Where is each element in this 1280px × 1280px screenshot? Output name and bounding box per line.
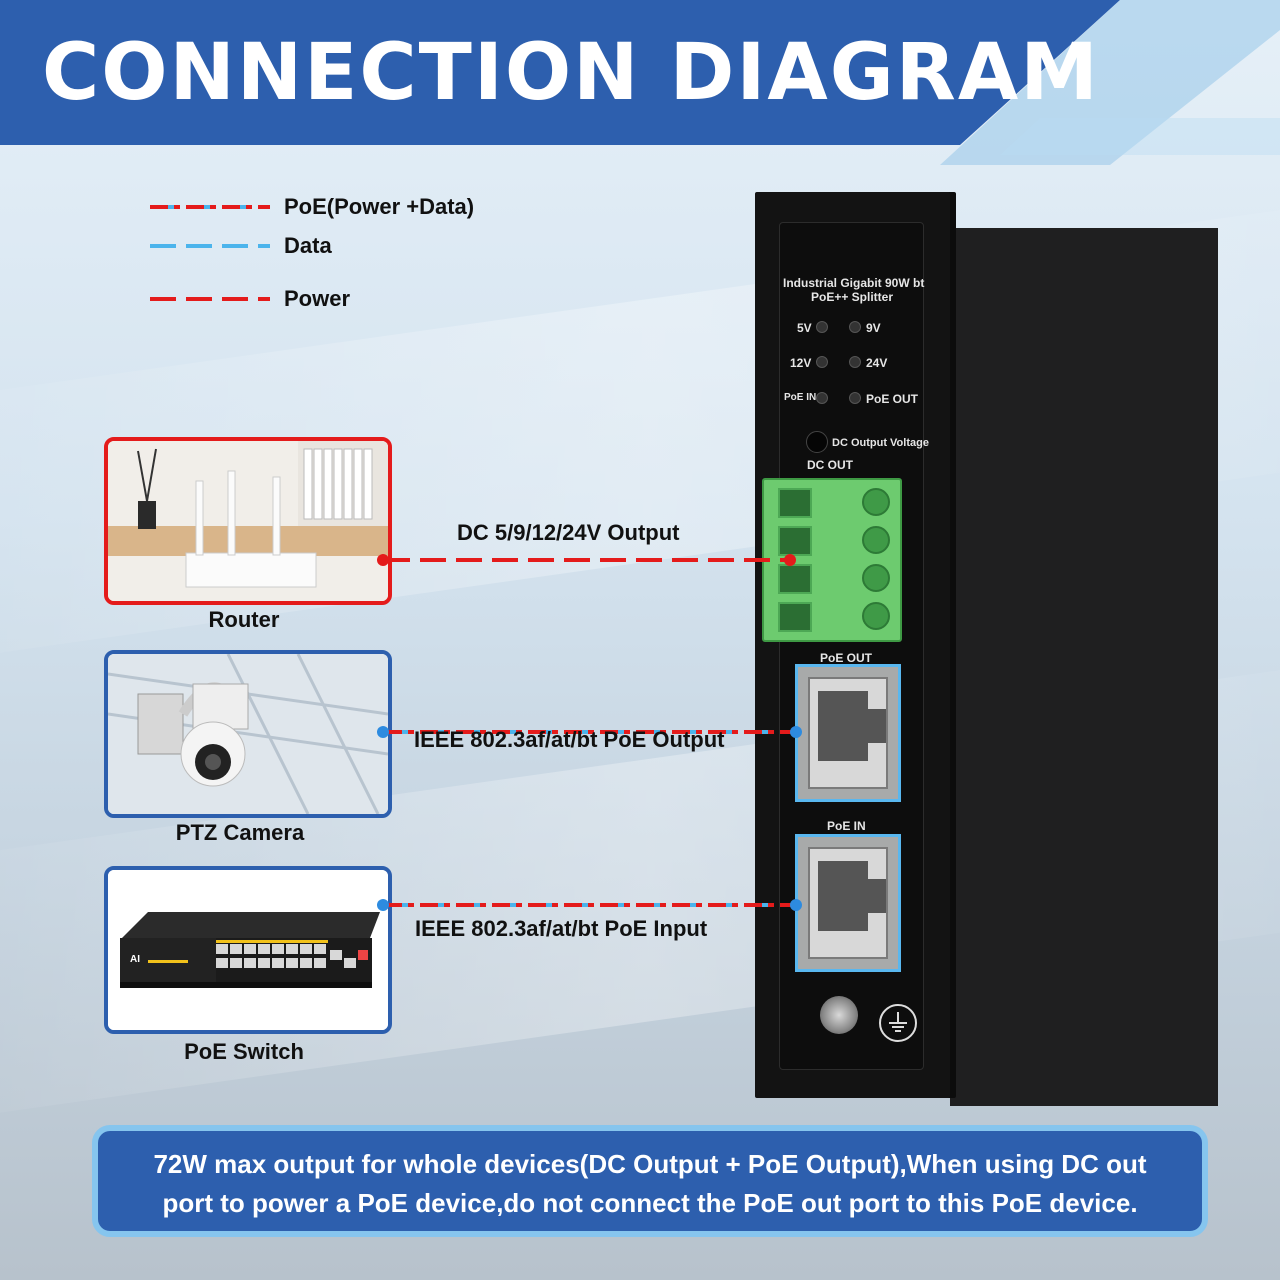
led-24v [849,356,861,368]
ground-screw [820,996,858,1034]
ptz-camera-illustration [108,654,388,814]
poe-out-connection-dot [790,726,802,738]
legend-item-data: Data [150,231,332,261]
port-label-poe-in: PoE IN [827,819,866,833]
router-connection-dot [377,554,389,566]
terminal-slot [778,564,812,594]
led-label-12v: 12V [790,356,812,370]
legend-label: PoE(Power +Data) [284,194,475,219]
terminal-screw [862,526,890,554]
led-5v [816,321,828,333]
poe-output-line [384,730,796,734]
poe-input-line [384,903,796,907]
router-label: Router [208,607,280,632]
led-poe-in [816,392,828,404]
port-label-poe-out: PoE OUT [820,651,873,665]
dc-voltage-label: DC Output Voltage [832,437,929,449]
terminal-screw [862,488,890,516]
switch-connection-dot [377,899,389,911]
poe-out-port[interactable] [795,664,901,802]
dc-out-connection-dot [784,554,796,566]
led-label-poe-out: PoE OUT [866,392,919,406]
dc-out-label: DC OUT [807,458,853,472]
legend-data-line [150,244,270,248]
poe-switch-image: AI [104,866,392,1034]
dc-voltage-button[interactable] [806,431,828,453]
legend-power-line [150,297,270,301]
legend-item-power: Power [150,284,350,314]
legend-label: Power [284,286,351,311]
ptz-camera-label: PTZ Camera [175,820,305,845]
legend-poe-line [150,205,270,209]
poe-in-port[interactable] [795,834,901,972]
poe-in-connection-dot [790,899,802,911]
led-label-5v: 5V [797,321,812,335]
ground-icon [879,1004,917,1042]
legend-label: Data [284,233,332,258]
legend-item-poe: PoE(Power +Data) [150,192,474,222]
terminal-slot [778,526,812,556]
poe-switch-illustration [108,870,388,1030]
terminal-slot [778,488,812,518]
camera-connection-dot [377,726,389,738]
terminal-screw [862,564,890,592]
ptz-camera-image [104,650,392,818]
terminal-screw [862,602,890,630]
led-9v [849,321,861,333]
led-label-9v: 9V [866,321,881,335]
splitter-name-line2: PoE++ Splitter [810,290,894,304]
note-line-2: port to power a PoE device,do not connec… [162,1188,1138,1218]
dc-out-terminal-block[interactable] [762,478,902,642]
led-poe-out [849,392,861,404]
led-label-poe-in: PoE IN [784,392,817,403]
splitter-side-panel [950,228,1218,1106]
router-illustration [108,441,388,601]
poe-input-label: IEEE 802.3af/at/bt PoE Input [415,916,708,941]
poe-switch-label: PoE Switch [184,1039,304,1064]
note-box: 72W max output for whole devices(DC Outp… [92,1125,1208,1237]
poe-output-label: IEEE 802.3af/at/bt PoE Output [414,727,725,752]
terminal-slot [778,602,812,632]
note-line-1: 72W max output for whole devices(DC Outp… [153,1149,1147,1179]
title-banner [0,0,1280,165]
router-image [104,437,392,605]
splitter-name-line1: Industrial Gigabit 90W bt [783,276,925,290]
led-label-24v: 24V [866,356,888,370]
led-12v [816,356,828,368]
page-title: CONNECTION DIAGRAM [42,28,1100,118]
dc-output-label: DC 5/9/12/24V Output [457,520,680,545]
dc-output-line [384,558,790,562]
poe-switch-brand-text: AI [130,954,140,965]
